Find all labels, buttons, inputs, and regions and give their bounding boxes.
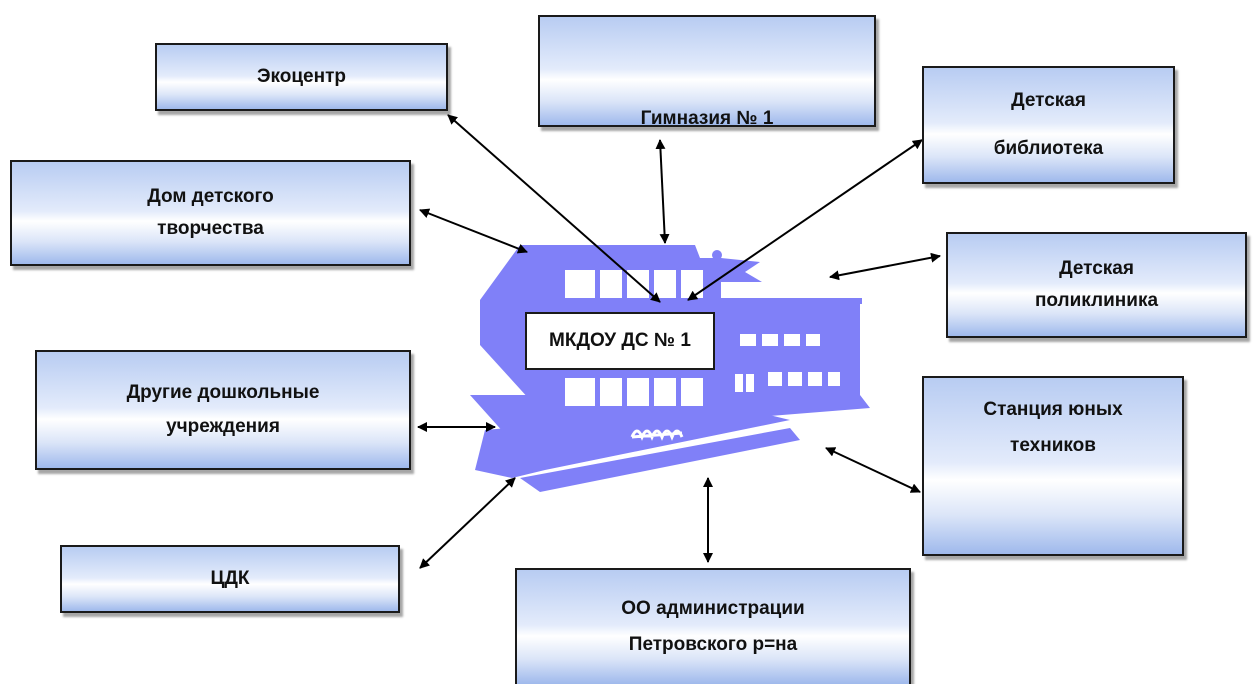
children-house-label-line1: Дом детского	[147, 186, 274, 208]
box-young-technicians: Станция юных техников	[922, 376, 1184, 556]
polyclinic-label-line1: Детская	[1059, 258, 1134, 280]
box-children-house: Дом детского творчества	[10, 160, 411, 266]
box-ecocenter: Экоцентр	[155, 43, 448, 111]
ecocenter-label: Экоцентр	[256, 66, 347, 88]
box-education-dept: ОО администрации Петровского р=на	[515, 568, 911, 684]
other-preschools-label-line2: учреждения	[166, 416, 280, 437]
center-box-kindergarten: МКДОУ ДС № 1	[525, 312, 715, 370]
arrow-gymnasium	[655, 139, 670, 244]
arrow-ecocenter	[447, 114, 661, 303]
young-technicians-label-line2: техников	[1010, 434, 1096, 456]
library-label-line2: библиотека	[993, 138, 1104, 159]
box-library: Детская библиотека	[922, 66, 1175, 184]
arrow-library	[687, 139, 923, 301]
box-polyclinic: Детская поликлиника	[946, 232, 1247, 338]
children-house-label-line2: творчества	[157, 218, 264, 239]
education-dept-label-line2: Петровского р=на	[628, 634, 798, 655]
gymnasium-label: Гимназия № 1	[640, 108, 774, 127]
center-label: МКДОУ ДС № 1	[549, 330, 691, 351]
other-preschools-label-line1: Другие дошкольные	[126, 382, 320, 404]
box-other-preschools: Другие дошкольные учреждения	[35, 350, 411, 470]
box-gymnasium: Гимназия № 1	[538, 15, 876, 127]
arrow-young-technicians	[825, 447, 921, 493]
connection-arrows	[417, 114, 941, 569]
cdk-label: ЦДК	[210, 568, 250, 590]
arrow-polyclinic	[829, 252, 941, 281]
arrow-cdk	[419, 477, 516, 569]
polyclinic-label-line2: поликлиника	[1034, 290, 1159, 311]
box-cdk: ЦДК	[60, 545, 400, 613]
bench-icon	[630, 429, 684, 441]
library-label-line1: Детская	[1011, 90, 1086, 112]
arrow-children-house	[419, 208, 528, 254]
education-dept-label-line1: ОО администрации	[621, 598, 805, 620]
young-technicians-label-line1: Станция юных	[983, 399, 1123, 420]
